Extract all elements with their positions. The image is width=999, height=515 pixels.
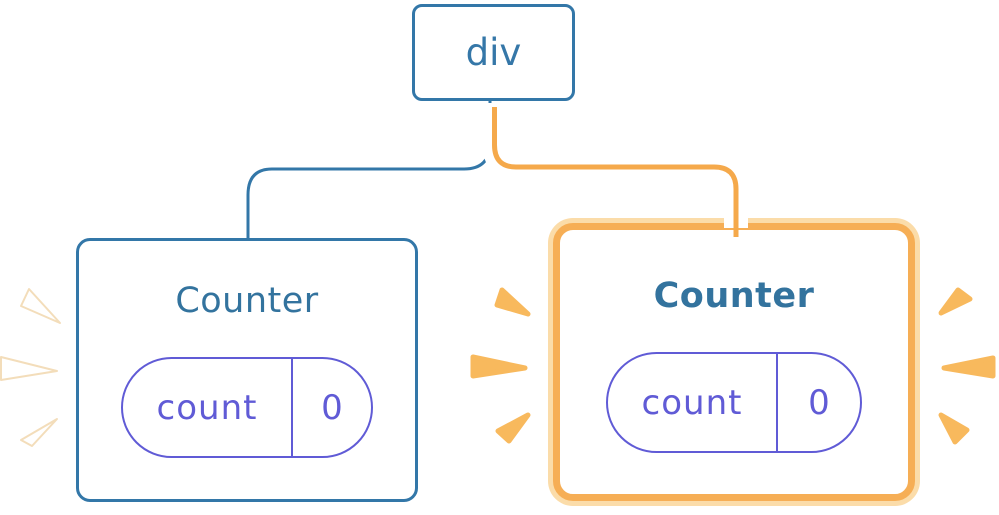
right-state-pill: count 0 (606, 352, 862, 453)
faded-spark-middle (0, 356, 58, 381)
edge-div-to-right-counter (492, 107, 739, 237)
active-spark-right-middle (941, 355, 996, 379)
left-counter-title: Counter (175, 281, 319, 321)
edge-orange-white-casing (482, 103, 748, 228)
active-spark-left-top (494, 287, 531, 317)
active-spark-right-top (938, 287, 973, 316)
right-counter-card: Counter count 0 (553, 223, 915, 501)
faded-spark-bottom (20, 418, 58, 447)
active-spark-right-bottom (938, 412, 970, 445)
left-state-key: count (156, 387, 258, 428)
right-state-value: 0 (776, 354, 860, 451)
left-state-pill: count 0 (121, 357, 373, 458)
left-counter-card: Counter count 0 (76, 238, 418, 502)
flash-burst-active-left-icon (470, 287, 531, 444)
active-spark-left-middle (470, 354, 528, 379)
tree-node-div-label: div (465, 31, 522, 74)
tree-node-div: div (412, 4, 575, 101)
flash-burst-active-right-icon (938, 287, 996, 445)
left-state-value: 0 (291, 359, 371, 456)
flash-burst-faded-icon (0, 288, 61, 447)
right-counter-title: Counter (653, 276, 815, 316)
edge-div-to-left-counter (246, 101, 492, 241)
faded-spark-top (20, 288, 61, 324)
right-state-key: count (641, 382, 743, 423)
active-spark-left-bottom (495, 412, 531, 444)
